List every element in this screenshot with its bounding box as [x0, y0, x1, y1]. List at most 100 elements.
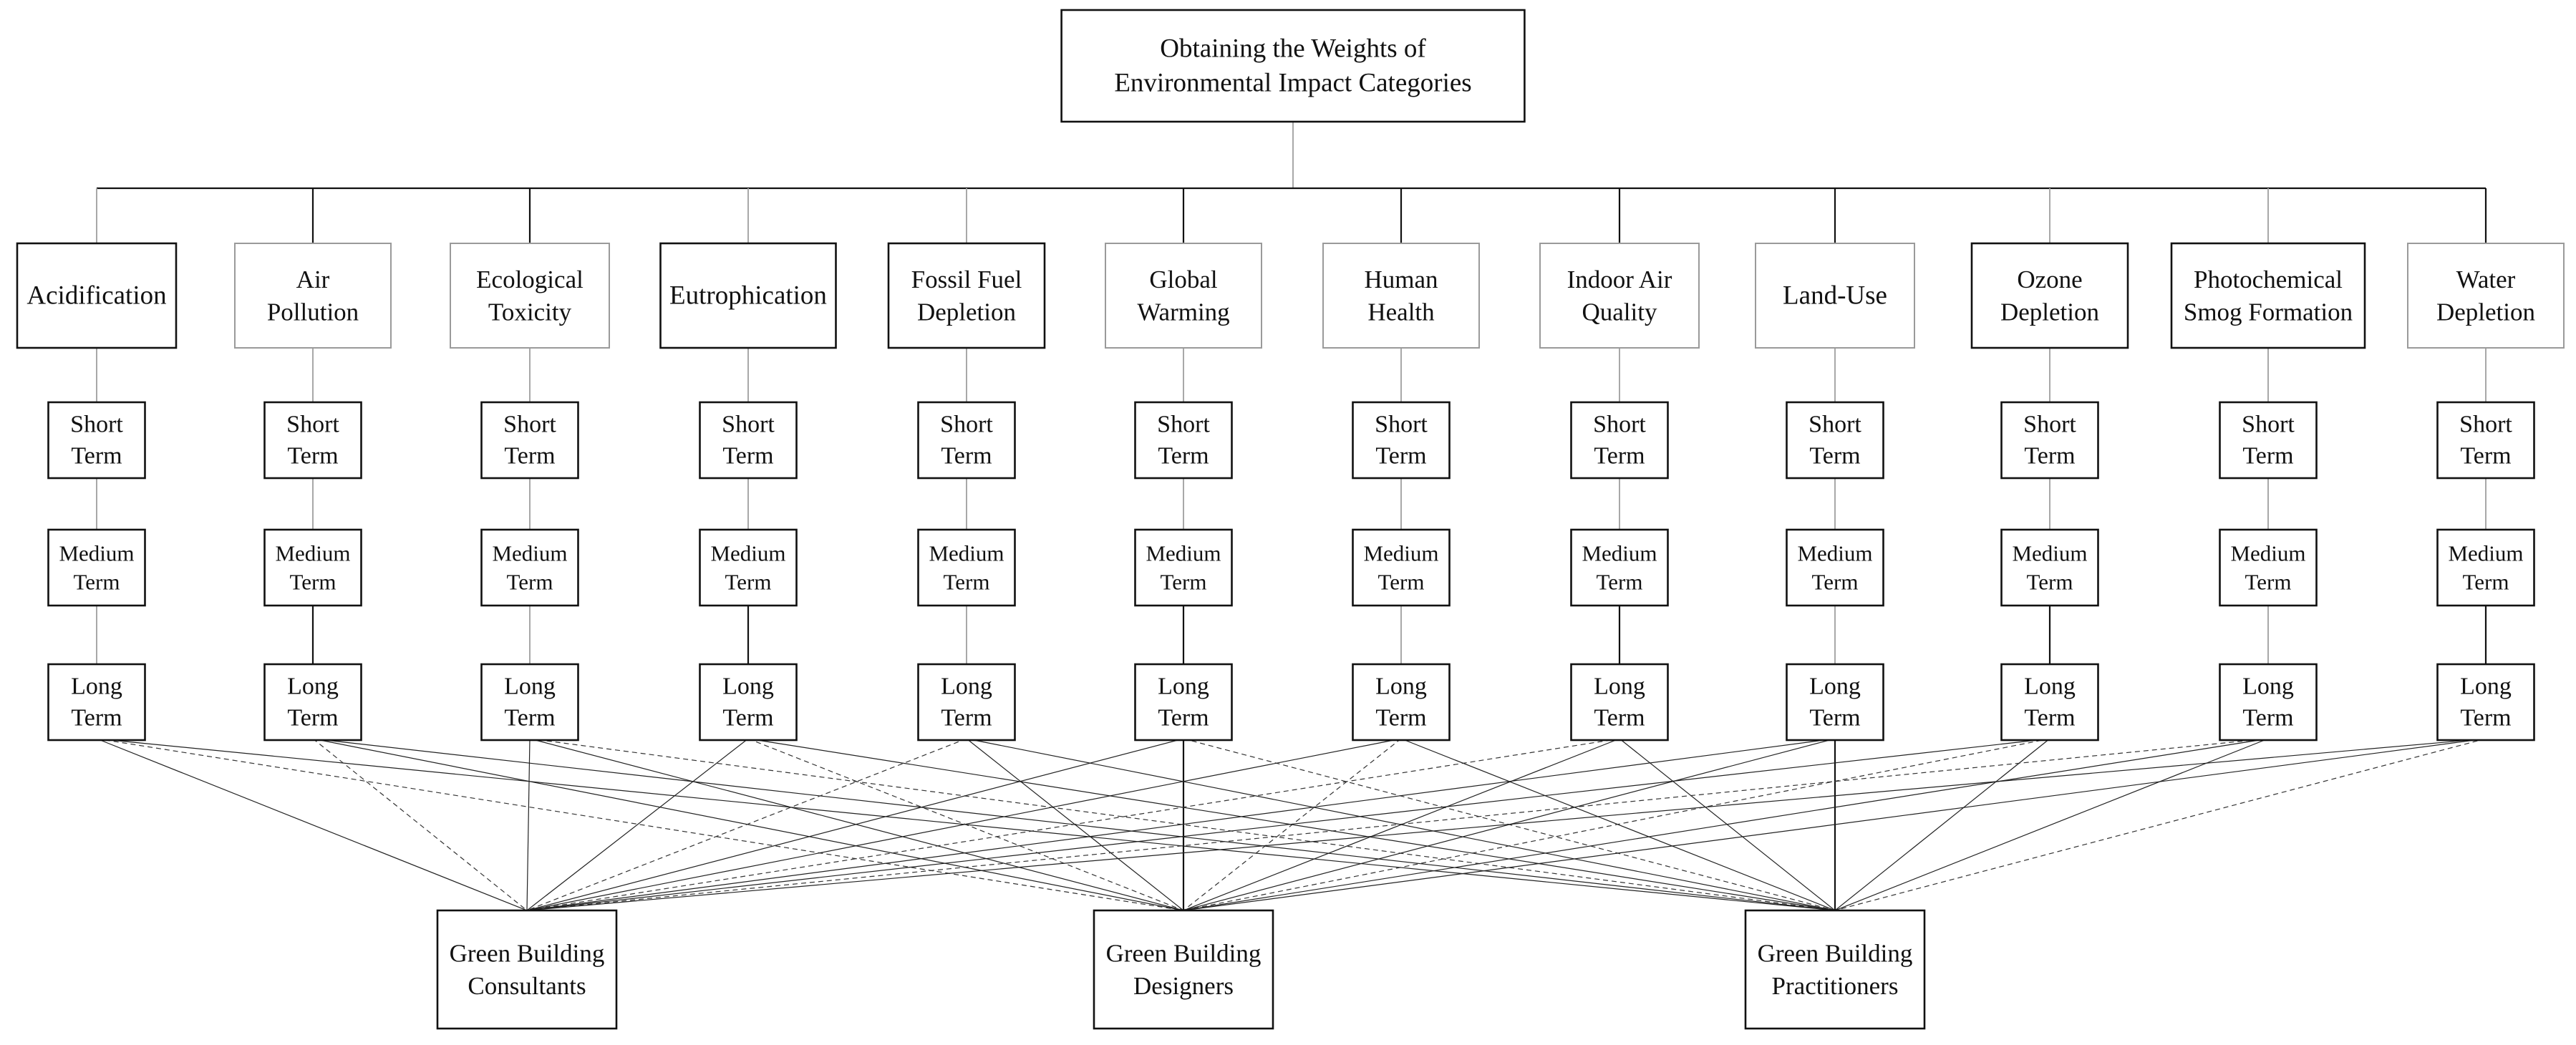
- medium-term-acidification-frame: [47, 528, 146, 607]
- long-term-water-depletion-label-line-2: Term: [2460, 705, 2511, 732]
- edges-layer: [96, 122, 2487, 911]
- alternative-consultants-frame: [436, 909, 618, 1030]
- criterion-ecological-toxicity-label-line-2: Toxicity: [488, 298, 572, 326]
- short-term-photochemical-smog-formation-label-line-2: Term: [2242, 443, 2293, 470]
- medium-term-indoor-air-quality-frame: [1570, 528, 1669, 607]
- link-ecological-toxicity-to-consultants: [526, 738, 531, 911]
- short-term-acidification-label-line-2: Term: [71, 443, 122, 470]
- criterion-ecological-toxicity-label-line-1: Ecological: [476, 266, 584, 293]
- short-term-human-health-frame: [1352, 401, 1451, 480]
- medium-term-ozone-depletion-frame: [2000, 528, 2099, 607]
- link-air-pollution-to-consultants: [312, 738, 528, 911]
- short-term-acidification-frame: [47, 401, 146, 480]
- short-term-human-health-label-line-2: Term: [1375, 443, 1426, 470]
- criterion-global-warming-frame: [1105, 243, 1262, 349]
- long-term-air-pollution-frame: [263, 663, 362, 742]
- criterion-air-pollution-frame: [234, 243, 392, 349]
- long-term-acidification-frame: [47, 663, 146, 742]
- link-land-use-to-consultants: [526, 738, 1836, 911]
- medium-term-human-health-label-line-2: Term: [1378, 570, 1425, 595]
- long-term-global-warming-frame: [1134, 663, 1233, 742]
- criterion-acidification: Acidification: [16, 242, 178, 349]
- long-term-ecological-toxicity-frame: [480, 663, 579, 742]
- criterion-water-depletion-label-line-2: Depletion: [2436, 298, 2535, 326]
- long-term-ozone-depletion-label-line-1: Long: [2024, 673, 2076, 699]
- short-term-global-warming-label-line-1: Short: [1157, 411, 1210, 437]
- criterion-eutrophication-frame: [659, 242, 837, 349]
- short-term-global-warming-label-line-2: Term: [1158, 443, 1209, 470]
- link-indoor-air-quality-to-consultants: [526, 738, 1620, 911]
- short-term-ecological-toxicity-frame: [480, 401, 579, 480]
- criterion-land-use-frame: [1755, 243, 1915, 349]
- medium-term-air-pollution-label-line-1: Medium: [275, 540, 350, 565]
- alternative-designers-frame: [1093, 909, 1274, 1030]
- alternative-designers-label-line-2: Designers: [1133, 972, 1234, 1000]
- criterion-global-warming-label-line-1: Global: [1149, 266, 1218, 293]
- short-term-ozone-depletion-frame: [2000, 401, 2099, 480]
- long-term-land-use-label-line-1: Long: [1809, 673, 1861, 699]
- long-term-indoor-air-quality-frame: [1570, 663, 1669, 742]
- long-term-photochemical-smog-formation-frame: [2219, 663, 2318, 742]
- long-term-water-depletion-label-line-1: Long: [2460, 673, 2512, 699]
- link-acidification-to-consultants: [96, 738, 528, 911]
- short-term-indoor-air-quality-label-line-2: Term: [1594, 443, 1645, 470]
- criterion-human-health-frame: [1322, 243, 1480, 349]
- link-ozone-depletion-to-designers: [1183, 738, 2050, 911]
- short-term-land-use-label-line-2: Term: [1809, 443, 1860, 470]
- criterion-acidification-frame: [16, 242, 178, 349]
- short-term-water-depletion-frame: [2436, 401, 2535, 480]
- link-air-pollution-to-designers: [312, 738, 1184, 911]
- link-photochemical-smog-formation-to-designers: [1183, 738, 2269, 911]
- link-human-health-to-designers: [1183, 738, 1402, 911]
- long-term-indoor-air-quality-label-line-1: Long: [1594, 673, 1645, 699]
- long-term-photochemical-smog-formation-label-line-1: Long: [2242, 673, 2294, 699]
- alternative-practitioners-label-line-1: Green Building: [1758, 939, 1913, 967]
- criterion-human-health-label-line-2: Health: [1367, 298, 1435, 326]
- criterion-photochemical-smog-formation-frame: [2170, 242, 2366, 349]
- short-term-photochemical-smog-formation-label-line-1: Short: [2242, 411, 2295, 437]
- long-term-eutrophication-label-line-2: Term: [722, 705, 773, 732]
- short-term-air-pollution-label-line-1: Short: [286, 411, 339, 437]
- medium-term-fossil-fuel-depletion-frame: [917, 528, 1016, 607]
- criterion-eutrophication-label-line-1: Eutrophication: [669, 281, 827, 311]
- short-term-water-depletion-label-line-2: Term: [2460, 443, 2511, 470]
- criterion-ozone-depletion-frame: [1970, 242, 2129, 349]
- medium-term-ecological-toxicity-label-line-1: Medium: [492, 540, 567, 565]
- medium-term-indoor-air-quality-label-line-1: Medium: [1582, 540, 1657, 565]
- long-term-land-use-label-line-2: Term: [1809, 705, 1860, 732]
- link-human-health-to-consultants: [526, 738, 1402, 911]
- link-water-depletion-to-designers: [1183, 738, 2487, 911]
- long-term-eutrophication-label-line-1: Long: [722, 673, 774, 699]
- alternative-consultants-label-line-1: Green Building: [450, 939, 605, 967]
- link-water-depletion-to-practitioners: [1834, 738, 2487, 911]
- medium-term-fossil-fuel-depletion-label-line-1: Medium: [929, 540, 1004, 565]
- medium-term-land-use-label-line-2: Term: [1812, 570, 1859, 595]
- medium-term-water-depletion-label-line-2: Term: [2463, 570, 2509, 595]
- long-term-human-health-label-line-2: Term: [1375, 705, 1426, 732]
